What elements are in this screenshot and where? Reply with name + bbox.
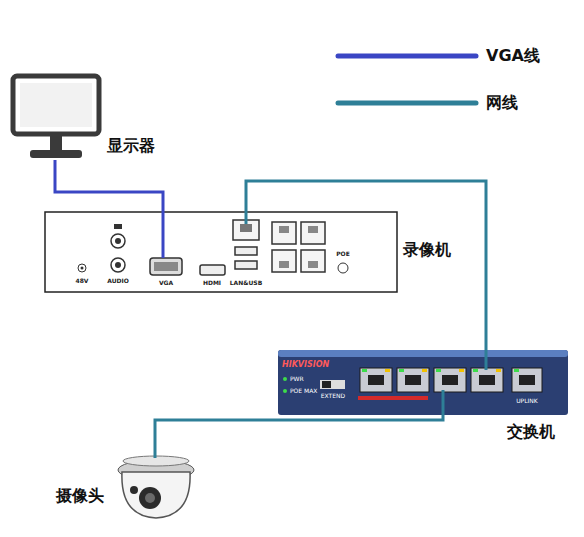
switch-node: 交换机: [278, 350, 568, 415]
legend-line-sample: [338, 54, 476, 59]
device-name: 摄像头: [56, 486, 104, 507]
monitor-icon: [13, 76, 99, 158]
port-label: AUDIO: [107, 278, 129, 284]
port-label: VGA: [159, 280, 173, 286]
switch-icon: [278, 350, 568, 415]
cable-connector: [55, 160, 163, 212]
cable-connector: [155, 415, 443, 458]
recorder-icon: [45, 212, 397, 292]
port-label: POE: [336, 251, 350, 257]
legend-text: 网线: [486, 93, 518, 114]
legend-line-sample: [338, 101, 476, 106]
legend-text: VGA线: [486, 46, 540, 67]
port-label: HDMI: [203, 280, 221, 286]
device-name: 录像机: [403, 240, 451, 261]
monitor-node: 显示器: [10, 72, 102, 160]
port-label: 48V: [76, 278, 89, 284]
port-label: PWR: [290, 376, 304, 382]
camera-node: 摄像头: [118, 458, 198, 523]
port-label: POE MAX: [290, 388, 317, 394]
device-name: 交换机: [507, 422, 555, 443]
port-label: UPLINK: [516, 398, 538, 404]
camera-icon: [118, 456, 194, 518]
port-label: EXTEND: [321, 393, 345, 399]
port-label: LAN&USB: [230, 280, 263, 286]
device-name: 显示器: [107, 136, 155, 157]
port-label: HIKVISION: [282, 361, 329, 369]
cable-connector: [246, 181, 486, 350]
